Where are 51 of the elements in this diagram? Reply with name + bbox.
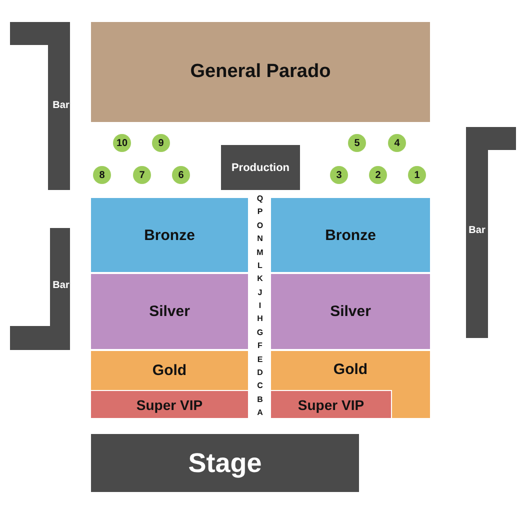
table-marker: 8 bbox=[93, 166, 111, 184]
section-label: Bronze bbox=[144, 226, 195, 244]
section-label: Production bbox=[231, 162, 290, 174]
bar-label: Bar bbox=[52, 100, 70, 111]
seating-section bbox=[91, 274, 248, 349]
row-letter: D bbox=[256, 368, 264, 377]
row-letter: J bbox=[256, 288, 264, 297]
stage-block bbox=[91, 434, 359, 492]
row-letter: C bbox=[256, 381, 264, 390]
seating-section bbox=[271, 198, 430, 272]
section-label: Silver bbox=[330, 303, 371, 320]
seating-section bbox=[271, 391, 391, 418]
row-letter: B bbox=[256, 394, 264, 404]
section-label: Silver bbox=[149, 303, 190, 320]
section-label: Super VIP bbox=[298, 396, 364, 412]
row-letter: H bbox=[256, 314, 264, 324]
seating-section bbox=[91, 22, 430, 122]
table-marker: 10 bbox=[113, 134, 131, 152]
row-letter: N bbox=[256, 234, 264, 244]
row-letter: K bbox=[256, 274, 264, 284]
table-marker: 3 bbox=[330, 166, 348, 184]
bar-label: Bar bbox=[52, 280, 70, 291]
section-label: General Parado bbox=[190, 61, 331, 83]
row-letter: E bbox=[256, 354, 264, 364]
section-label: Gold bbox=[333, 361, 368, 378]
seating-section bbox=[271, 274, 430, 349]
table-marker: 9 bbox=[152, 134, 170, 152]
bar-label: Bar bbox=[468, 225, 486, 236]
section-label: Super VIP bbox=[136, 396, 203, 412]
production-booth bbox=[221, 145, 300, 190]
table-marker: 1 bbox=[408, 166, 426, 184]
section-label: Bronze bbox=[325, 226, 376, 244]
table-marker: 5 bbox=[348, 134, 366, 152]
section-label: Stage bbox=[188, 448, 262, 478]
seating-section bbox=[91, 198, 248, 272]
table-marker: 4 bbox=[388, 134, 406, 152]
row-letter: M bbox=[256, 248, 264, 256]
row-letter: P bbox=[256, 207, 264, 216]
table-marker: 6 bbox=[172, 166, 190, 184]
section-label: Gold bbox=[152, 362, 187, 379]
row-letter: O bbox=[256, 220, 264, 230]
table-marker: 7 bbox=[133, 166, 151, 184]
seating-section bbox=[91, 391, 248, 418]
seating-section bbox=[91, 351, 248, 390]
table-marker: 2 bbox=[369, 166, 387, 184]
row-letter: I bbox=[258, 301, 262, 310]
row-letter: A bbox=[256, 408, 264, 417]
row-letter: F bbox=[256, 341, 264, 350]
row-letter: G bbox=[256, 328, 264, 337]
row-letter: Q bbox=[256, 194, 264, 203]
row-letter: L bbox=[256, 260, 264, 270]
